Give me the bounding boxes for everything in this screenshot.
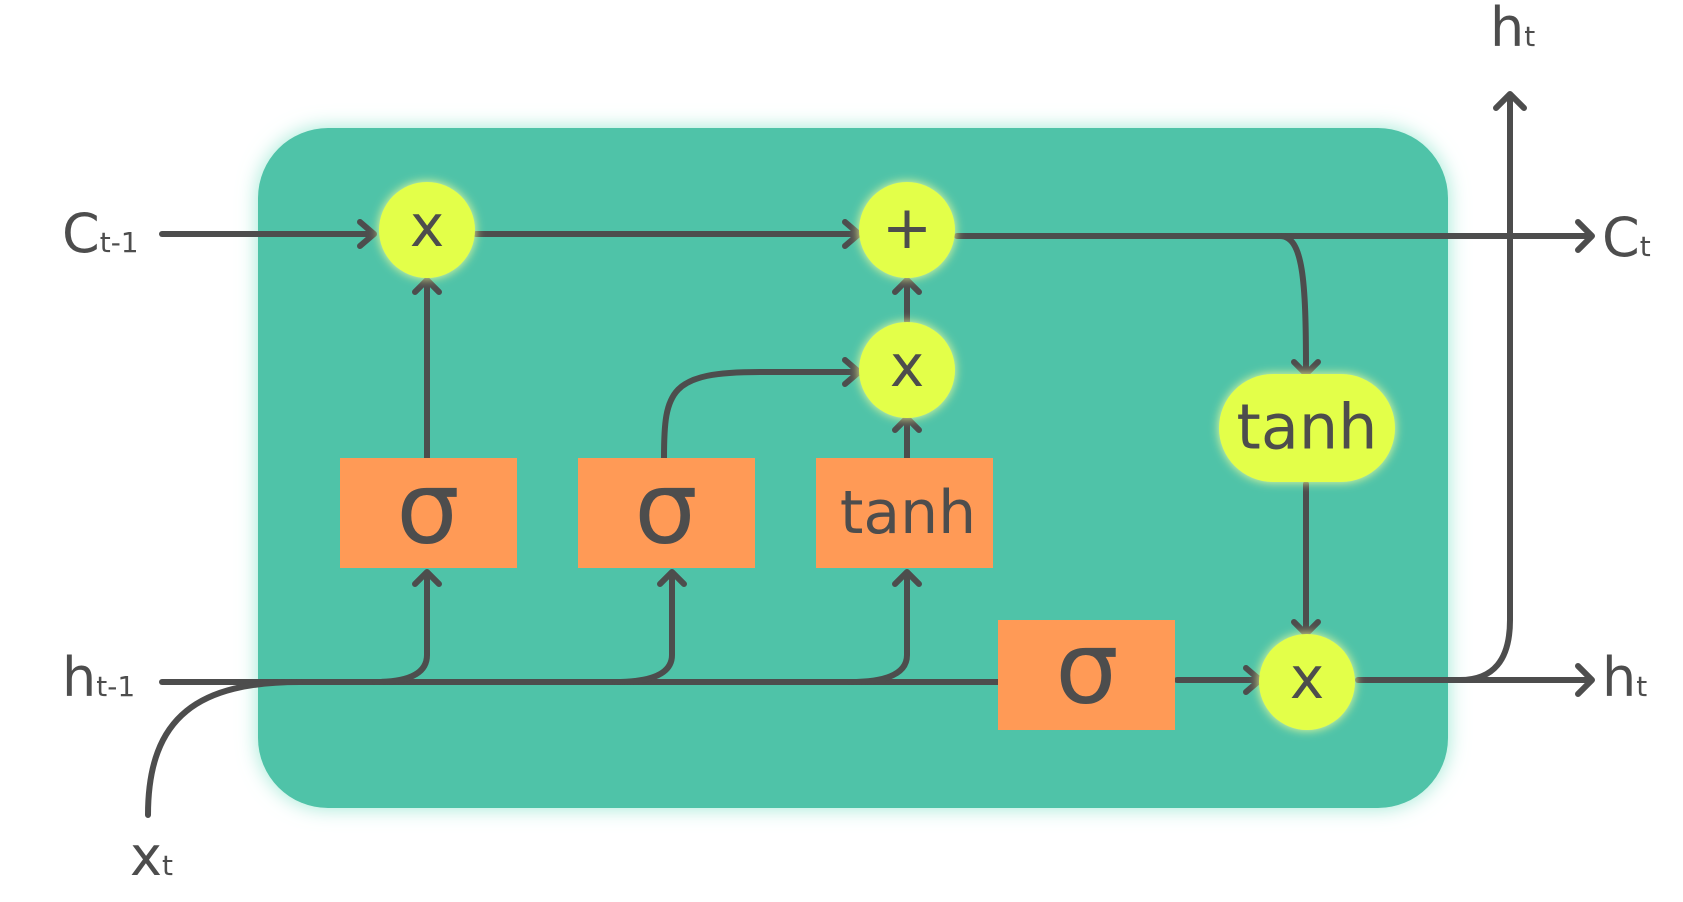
arrow-icon [1575,663,1595,697]
candidate-gate-label: tanh [840,478,976,548]
output-multiply-label: x [1290,644,1324,712]
input-gate-branch [612,574,675,685]
arrow-icon [1493,91,1527,111]
cell-state-to-tanh [1277,233,1309,373]
forget-multiply-node: x [379,182,475,278]
hidden-state-up-line [1457,95,1513,683]
input-x-label: xt [130,825,173,888]
input-gate: σ [578,450,755,568]
arrow-icon [892,569,922,587]
input-multiply-node: x [859,322,955,418]
cell-add-node: + [859,182,955,278]
cell-tanh-pill [1219,374,1395,482]
cell-state-output-label: Ct [1602,206,1651,269]
cell-add-label: + [882,193,932,263]
cell-tanh-label: tanh [1237,391,1378,464]
output-gate-box [998,620,1175,730]
arrow-icon [657,569,687,587]
hidden-state-input-label: ht-1 [62,646,135,709]
arrow-icon [412,277,442,295]
arrow-icon [357,219,377,249]
cell-tanh-node: tanh [1219,374,1395,482]
multiply-icon [379,182,475,278]
input-gate-box [578,458,755,568]
input-gate-to-multiply [661,369,856,461]
forget-gate-branch [372,574,430,685]
arrow-icon [842,219,862,249]
input-gate-label: σ [634,450,697,567]
arrow-icon [892,277,922,295]
hidden-state-output-label: ht [1602,646,1647,709]
output-gate-label: σ [1055,610,1118,727]
plus-icon [859,182,955,278]
input-multiply-label: x [890,332,924,400]
hidden-state-top-output-label: ht [1490,0,1535,59]
forget-gate-box [340,458,517,568]
candidate-gate-branch [847,574,910,685]
multiply-icon [1259,634,1355,730]
arrow-icon [412,569,442,587]
forget-gate: σ [340,450,517,568]
cell-state-input-label: Ct-1 [62,202,139,265]
connection-lines [145,95,1593,818]
arrow-icon [842,357,862,387]
output-multiply-node: x [1259,634,1355,730]
arrow-icon [1291,619,1321,637]
arrowheads [357,91,1595,697]
output-gate: σ [998,610,1175,730]
candidate-gate: tanh [816,458,993,568]
forget-multiply-label: x [410,192,444,260]
forget-gate-label: σ [396,450,459,567]
multiply-icon [859,322,955,418]
arrow-icon [1575,219,1595,253]
candidate-gate-box [816,458,993,568]
input-x-curve [145,679,303,818]
